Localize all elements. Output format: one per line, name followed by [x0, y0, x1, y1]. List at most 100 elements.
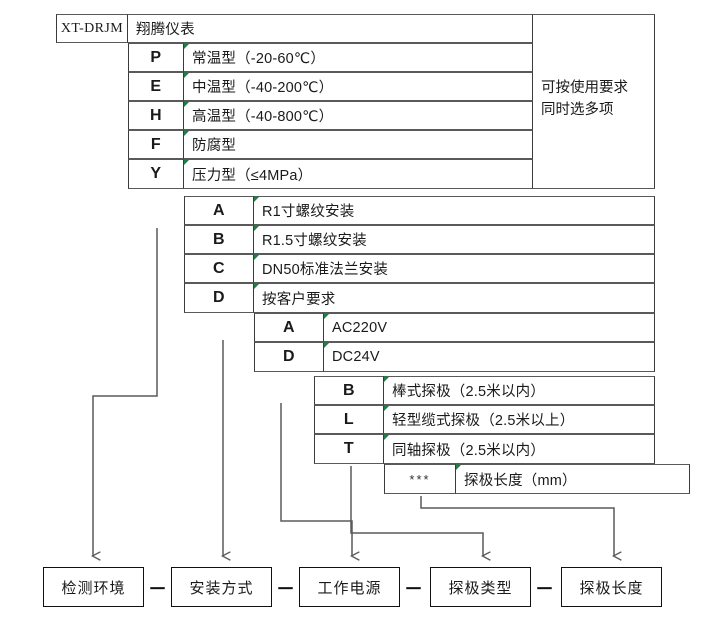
code-cell-length: *** [384, 464, 456, 494]
code-cell-probe-B: B [314, 376, 384, 405]
code-cell-mount-D: D [184, 283, 254, 313]
code-text: Y [150, 165, 162, 182]
result-box-probe-type[interactable]: 探极类型 [430, 567, 531, 607]
code-text: B [212, 230, 226, 248]
code-cell-Y: Y [128, 159, 184, 189]
code-text: P [150, 48, 162, 66]
code-text: A [212, 201, 226, 219]
result-label: 检测环境 [61, 579, 126, 597]
comment-tick-icon [184, 44, 189, 49]
code-cell-H: H [128, 101, 184, 130]
desc-cell-probe-L: 轻型缆式探极（2.5米以上） [384, 405, 655, 434]
desc-cell-mount-B: R1.5寸螺纹安装 [254, 225, 655, 254]
comment-tick-icon [384, 406, 389, 411]
model-name-cell: 翔腾仪表 [128, 14, 533, 43]
code-text: B [342, 381, 356, 399]
code-cell-probe-L: L [314, 405, 384, 434]
desc-text: 轻型缆式探极（2.5米以上） [392, 413, 575, 429]
separator-text: － [147, 578, 167, 600]
desc-cell-mount-A: R1寸螺纹安装 [254, 196, 655, 225]
desc-cell-probe-B: 棒式探极（2.5米以内） [384, 376, 655, 405]
desc-text: R1.5寸螺纹安装 [262, 233, 367, 249]
code-text: H [149, 106, 163, 124]
note-cell: 可按使用要求 同时选多项 [533, 14, 655, 189]
desc-cell-probe-T: 同轴探极（2.5米以内） [384, 434, 655, 464]
desc-text: 防腐型 [192, 138, 237, 154]
wire-probe-length [420, 496, 614, 556]
comment-tick-icon [456, 465, 461, 470]
code-cell-P: P [128, 43, 184, 72]
separator-1: － [144, 567, 171, 607]
desc-text: 压力型（≤4MPa） [192, 167, 313, 184]
comment-tick-icon [184, 131, 189, 136]
code-cell-mount-C: C [184, 254, 254, 283]
desc-text: 按客户要求 [262, 291, 336, 308]
desc-text: 高温型（-40-800℃） [192, 109, 334, 125]
result-label: 工作电源 [317, 579, 382, 597]
result-box-power-supply[interactable]: 工作电源 [299, 567, 400, 607]
desc-cell-Y: 压力型（≤4MPa） [184, 159, 533, 189]
desc-text: DC24V [332, 349, 380, 365]
wire-probe-type [350, 466, 483, 556]
desc-cell-power-A: AC220V [324, 313, 655, 342]
result-box-detection-environment[interactable]: 检测环境 [43, 567, 144, 607]
desc-text: 中温型（-40-200℃） [192, 80, 334, 96]
code-cell-mount-B: B [184, 225, 254, 254]
code-text: A [282, 318, 296, 336]
comment-tick-icon [254, 197, 259, 202]
desc-cell-length: 探极长度（mm） [456, 464, 690, 494]
model-code-cell: XT-DRJM [56, 14, 128, 43]
comment-tick-icon [184, 102, 189, 107]
desc-cell-P: 常温型（-20-60℃） [184, 43, 533, 72]
desc-text: DN50标准法兰安装 [262, 262, 389, 278]
code-cell-power-A: A [254, 313, 324, 342]
desc-text: 常温型（-20-60℃） [192, 51, 326, 67]
wire-power [280, 403, 352, 556]
desc-cell-F: 防腐型 [184, 130, 533, 159]
comment-tick-icon [254, 226, 259, 231]
comment-tick-icon [254, 284, 259, 289]
desc-cell-power-D: DC24V [324, 342, 655, 372]
code-text: E [150, 77, 162, 95]
comment-tick-icon [384, 377, 389, 382]
model-code-text: XT-DRJM [60, 20, 124, 36]
desc-text: 棒式探极（2.5米以内） [392, 384, 546, 400]
desc-text: 同轴探极（2.5米以内） [392, 442, 546, 459]
code-cell-power-D: D [254, 342, 324, 372]
code-text: *** [409, 471, 431, 487]
separator-3: － [400, 567, 427, 607]
desc-text: R1寸螺纹安装 [262, 204, 355, 220]
code-cell-E: E [128, 72, 184, 101]
result-label: 安装方式 [189, 579, 254, 597]
code-cell-probe-T: T [314, 434, 384, 464]
desc-cell-mount-D: 按客户要求 [254, 283, 655, 313]
code-cell-F: F [128, 130, 184, 159]
separator-text: － [403, 578, 423, 600]
result-box-mounting-method[interactable]: 安装方式 [171, 567, 272, 607]
result-box-probe-length[interactable]: 探极长度 [561, 567, 662, 607]
desc-cell-mount-C: DN50标准法兰安装 [254, 254, 655, 283]
desc-cell-H: 高温型（-40-800℃） [184, 101, 533, 130]
code-text: L [343, 410, 355, 428]
comment-tick-icon [384, 435, 389, 440]
desc-cell-E: 中温型（-40-200℃） [184, 72, 533, 101]
separator-2: － [272, 567, 299, 607]
desc-text: AC220V [332, 319, 388, 336]
separator-text: － [534, 578, 554, 600]
comment-tick-icon [324, 314, 329, 319]
model-name-text: 翔腾仪表 [136, 22, 195, 38]
separator-text: － [275, 578, 295, 600]
code-cell-mount-A: A [184, 196, 254, 225]
comment-tick-icon [184, 160, 189, 165]
desc-text: 探极长度（mm） [464, 472, 577, 489]
result-label: 探极长度 [579, 579, 644, 597]
code-text: T [343, 440, 355, 457]
comment-tick-icon [324, 343, 329, 348]
comment-tick-icon [184, 73, 189, 78]
result-label: 探极类型 [448, 579, 513, 597]
wire-environment [93, 228, 158, 556]
code-text: C [212, 259, 226, 277]
comment-tick-icon [254, 255, 259, 260]
